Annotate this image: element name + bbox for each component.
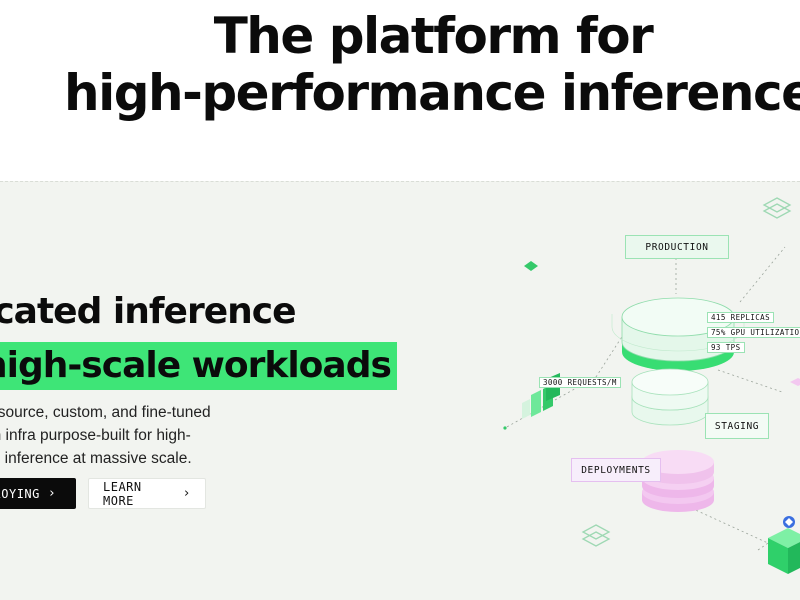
hero-title: The platform for high-performance infere… bbox=[0, 8, 800, 122]
panel-heading: icated inference high-scale workloads bbox=[0, 288, 397, 390]
panel-heading-line-2-highlight: high-scale workloads bbox=[0, 342, 397, 390]
production-label: PRODUCTION bbox=[625, 235, 729, 259]
start-deploying-label: PLOYING bbox=[0, 486, 40, 501]
metric-tps: 93 TPS bbox=[707, 342, 745, 353]
hero-title-line-2: high-performance inference bbox=[64, 64, 800, 122]
description-line-1: n-source, custom, and fine-tuned bbox=[0, 404, 211, 421]
metric-gpu-utilization: 75% GPU UTILIZATION bbox=[707, 327, 800, 338]
staging-cylinder bbox=[631, 368, 709, 426]
connector-lines bbox=[504, 246, 791, 551]
panel-heading-line-1: icated inference bbox=[0, 291, 297, 332]
metric-replicas: 415 REPLICAS bbox=[707, 312, 774, 323]
hero-title-line-1: The platform for bbox=[213, 7, 654, 65]
chevron-right-icon: › bbox=[182, 486, 191, 501]
layers-icon bbox=[581, 524, 611, 547]
production-cylinder bbox=[611, 297, 745, 371]
start-deploying-button[interactable]: PLOYING › bbox=[0, 478, 76, 509]
description-line-3: ce inference at massive scale. bbox=[0, 450, 192, 467]
staging-label: STAGING bbox=[705, 413, 769, 439]
learn-more-button[interactable]: LEARN MORE › bbox=[88, 478, 206, 509]
chevron-right-icon: › bbox=[47, 486, 57, 501]
metric-requests: 3000 REQUESTS/M bbox=[539, 377, 621, 388]
marker-icon bbox=[790, 378, 800, 386]
panel-description: n-source, custom, and fine-tuned on infr… bbox=[0, 401, 254, 470]
layers-icon bbox=[762, 197, 792, 219]
product-panel: PRODUCTION 415 REPLICAS 75% GPU UTILIZAT… bbox=[0, 181, 800, 600]
diamond-icon bbox=[524, 261, 538, 271]
learn-more-label: LEARN MORE bbox=[103, 479, 142, 508]
description-line-2: on infra purpose-built for high- bbox=[0, 427, 191, 444]
cube-icon bbox=[768, 516, 800, 574]
deployments-label: DEPLOYMENTS bbox=[571, 458, 661, 482]
